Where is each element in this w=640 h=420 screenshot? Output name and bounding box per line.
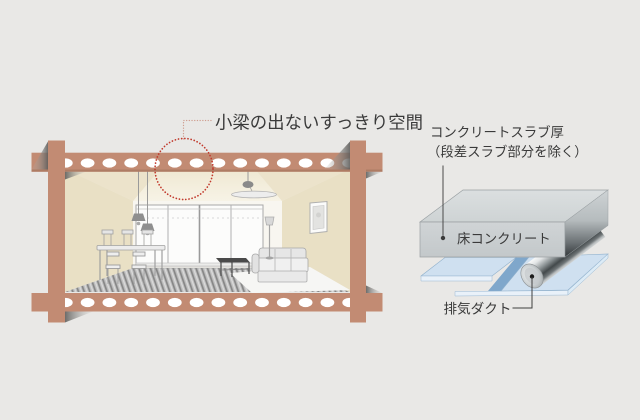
slab-detail-diagram: コンクリートスラブ厚 （段差スラブ部分を除く） 床コンクリート [418,124,610,317]
void-slab-bottom [31,293,383,312]
step-wall [488,257,529,291]
void-holes-top [58,158,357,168]
ceiling-right-slope [255,169,350,201]
sofa [251,247,309,283]
step-slab [420,253,609,297]
sliding-window [135,204,264,267]
exhaust-duct-label: 排気ダクト [444,302,512,317]
dining-set [96,229,166,284]
slab-thickness-leader [440,165,446,241]
floor-concrete-label: 床コンクリート [457,232,551,247]
callout-leader-line [182,119,213,140]
pendant-lights [131,171,155,236]
ceiling-left-slope [65,169,160,201]
room-cross-section: 小梁の出ないすっきり空間 [31,113,423,323]
room-furniture [96,171,328,284]
floor-lamp [264,216,275,260]
void-holes-bottom [58,297,357,308]
dining-table [96,245,166,251]
slab-title-line2: （段差スラブ部分を除く） [427,144,588,160]
void-slab-frame [31,140,383,323]
picture-frame [309,200,328,235]
room-callout-label: 小梁の出ないすっきり空間 [215,113,423,133]
column-right [350,140,366,323]
floor-concrete-slab: 床コンクリート [418,189,610,258]
duct-leader: 排気ダクト [444,274,535,317]
ceiling-lamp [231,171,277,199]
corner-shadows [31,141,383,323]
column-left [48,140,65,323]
void-slab-top [31,152,383,172]
left-wall [65,169,133,292]
slab-title-line1: コンクリートスラブ厚 [430,124,564,140]
callout: 小梁の出ないすっきり空間 [154,113,423,201]
coffee-table [216,258,250,277]
